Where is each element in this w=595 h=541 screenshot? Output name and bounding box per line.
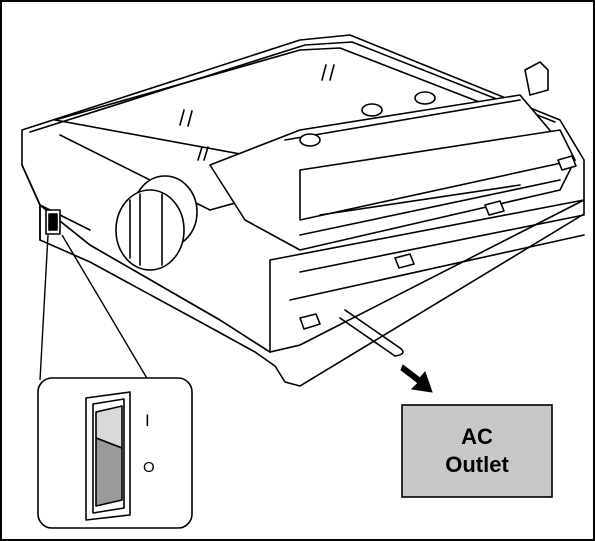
ac-outlet: AC Outlet [401,404,553,498]
rear-tab [524,61,549,96]
glare-mark-3 [197,146,209,161]
roller-2 [361,103,383,117]
knob-ridges [129,193,163,266]
callout-lines [39,234,149,381]
rocker-switch-icon [85,391,131,521]
ac-outlet-label-line1: AC [461,424,493,449]
switch-inset: I O [37,377,193,529]
ac-outlet-box [401,404,553,498]
latch-clip [484,200,505,216]
roller-bar [284,99,521,141]
left-side-panel [21,164,91,241]
glare-mark-2 [321,64,335,81]
printer-illustration [21,34,585,387]
platen-knob [115,189,185,271]
switch-on-label: I [145,411,150,430]
roller-1 [299,133,321,147]
roller-3 [414,91,436,105]
front-face [269,199,585,353]
switch-rocker-bottom [95,437,123,507]
power-cord [339,309,404,357]
cord-end [394,347,404,357]
cord-upper-line [344,309,401,349]
glare-mark-1 [179,109,193,127]
latch-clip [394,253,415,269]
latch-clip [557,155,577,171]
callout-line-left [39,234,49,381]
front-lower-lip [289,234,585,301]
arrow-right-down-icon [400,364,433,393]
tractor-plate [299,129,576,221]
ac-outlet-label-line2: Outlet [445,452,509,477]
cord-lower-line [339,317,396,357]
side-power-switch-rocker [48,213,58,231]
switch-off-label: O [143,459,155,476]
latch-clips [299,155,577,330]
latch-clip [299,313,321,330]
paper-slot [299,179,561,236]
callout-line-right [61,234,149,381]
